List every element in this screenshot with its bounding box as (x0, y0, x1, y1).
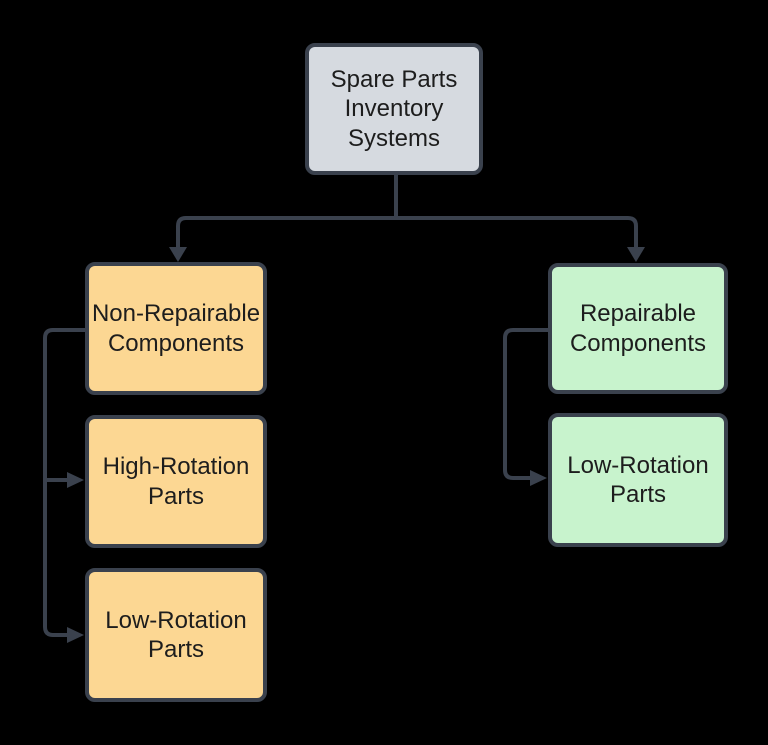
arrowhead-low-rotation-left (67, 627, 84, 643)
arrowhead-high-rotation (67, 472, 84, 488)
node-non-repairable-components: Non-Repairable Components (85, 262, 267, 395)
node-low-rotation-parts-right: Low-Rotation Parts (548, 413, 728, 547)
node-repairable-components: Repairable Components (548, 263, 728, 394)
connector-non-repairable-spine (43, 328, 85, 637)
connector-root-to-non-repairable (176, 216, 396, 248)
connector-repairable-spine (503, 328, 548, 480)
node-label: Spare Parts Inventory Systems (330, 66, 458, 152)
connector-root-to-repairable (396, 216, 638, 248)
node-label: High-Rotation Parts (102, 453, 250, 510)
node-label: Low-Rotation Parts (567, 451, 709, 508)
node-label: Low-Rotation Parts (105, 606, 247, 663)
arrowhead-repairable (627, 247, 645, 262)
arrowhead-low-rotation-right (530, 470, 547, 486)
node-low-rotation-parts-left: Low-Rotation Parts (85, 568, 267, 702)
arrowhead-non-repairable (169, 247, 187, 262)
node-label: Non-Repairable Components (91, 300, 261, 357)
node-high-rotation-parts: High-Rotation Parts (85, 415, 267, 548)
node-spare-parts-inventory-systems: Spare Parts Inventory Systems (305, 43, 483, 175)
node-label: Repairable Components (569, 300, 707, 357)
